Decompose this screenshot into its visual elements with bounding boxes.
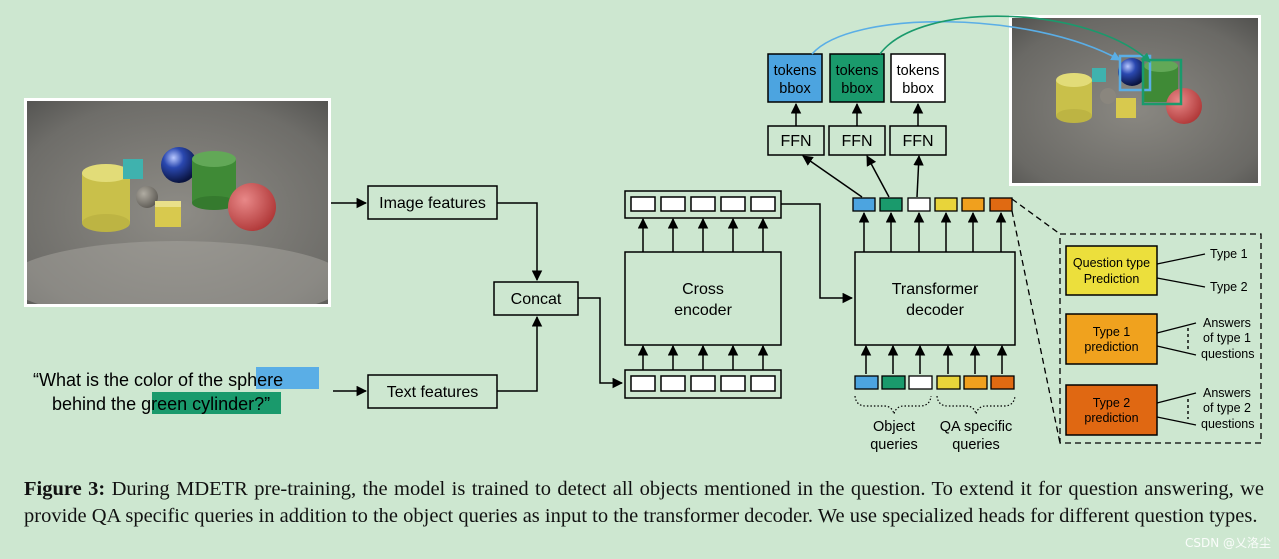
object-queries-label: Object queries [870,419,918,453]
svg-text:Type 1: Type 1 [1093,325,1131,339]
scene-image-left [24,98,331,307]
svg-text:tokens: tokens [774,63,817,79]
svg-text:FFN: FFN [902,133,933,150]
green-arrow-curve [879,15,1151,63]
svg-text:encoder: encoder [674,302,732,319]
output-box-3: tokens bbox [890,53,946,103]
svg-text:Answers: Answers [1203,316,1251,330]
qa-queries-label: QA specific queries [940,419,1013,453]
svg-text:Answers: Answers [1203,386,1251,400]
svg-text:bbox: bbox [902,81,934,97]
svg-text:behind the green cylinder?”: behind the green cylinder?” [52,394,270,414]
svg-text:FFN: FFN [780,133,811,150]
svg-text:Text features: Text features [387,384,479,401]
transformer-decoder-box: Transformer decoder [854,251,1016,346]
svg-text:Prediction: Prediction [1084,272,1140,286]
svg-text:Transformer: Transformer [892,281,979,298]
svg-text:FFN: FFN [841,133,872,150]
question-type-head: Question type Prediction Type 1 Type 2 [1065,245,1248,296]
type1-head: Type 1 prediction Answers of type 1 ques… [1065,313,1255,365]
svg-text:Concat: Concat [511,291,562,308]
svg-text:queries: queries [870,437,918,453]
output-box-2: tokens bbox [829,53,885,103]
svg-text:tokens: tokens [836,63,879,79]
scene-image-right [1009,15,1261,186]
svg-text:of type 1: of type 1 [1203,331,1251,345]
encoder-input-tokens [624,369,782,399]
svg-text:Type 2: Type 2 [1210,280,1248,294]
svg-text:bbox: bbox [779,81,811,97]
svg-text:tokens: tokens [897,63,940,79]
svg-text:prediction: prediction [1084,340,1138,354]
svg-text:Type 2: Type 2 [1093,396,1131,410]
text-features-box: Text features [367,374,498,409]
caption-label: Figure 3: [24,478,106,500]
svg-text:questions: questions [1201,347,1255,361]
heads-panel [1011,198,1262,444]
svg-text:bbox: bbox [841,81,873,97]
cross-encoder-box: Cross encoder [624,251,782,346]
ffn-box-1: FFN [767,125,825,156]
svg-text:Object: Object [873,419,915,435]
left-arrows [331,197,624,397]
svg-text:of type 2: of type 2 [1203,401,1251,415]
question-text: “What is the color of the sphere behind … [33,367,319,414]
concat-box: Concat [493,281,579,316]
svg-text:queries: queries [952,437,1000,453]
image-features-box: Image features [367,185,498,220]
svg-text:Image features: Image features [379,195,486,212]
svg-text:Question type: Question type [1073,256,1150,270]
ffn-box-2: FFN [828,125,886,156]
output-box-1: tokens bbox [767,53,823,103]
svg-text:Cross: Cross [682,281,724,298]
decoder-arrows [790,102,1008,374]
svg-text:questions: questions [1201,417,1255,431]
type2-head: Type 2 prediction Answers of type 2 ques… [1065,384,1255,436]
svg-text:QA specific: QA specific [940,419,1013,435]
caption-text: During MDETR pre-training, the model is … [24,478,1265,527]
encoder-arrows [637,203,854,370]
decoder-input-queries [854,375,1015,390]
svg-text:Type 1: Type 1 [1210,247,1248,261]
figure-caption: Figure 3: During MDETR pre-training, the… [24,476,1264,530]
encoder-output-tokens [624,190,782,219]
svg-text:“What is the color of the sphe: “What is the color of the sphere [33,370,283,390]
svg-text:prediction: prediction [1084,411,1138,425]
ffn-box-3: FFN [889,125,947,156]
blue-arrow-curve [811,20,1121,61]
watermark: CSDN @乂洛尘 [1184,536,1271,550]
query-braces [854,395,1016,415]
svg-text:decoder: decoder [906,302,964,319]
decoder-output-queries [852,197,1013,212]
